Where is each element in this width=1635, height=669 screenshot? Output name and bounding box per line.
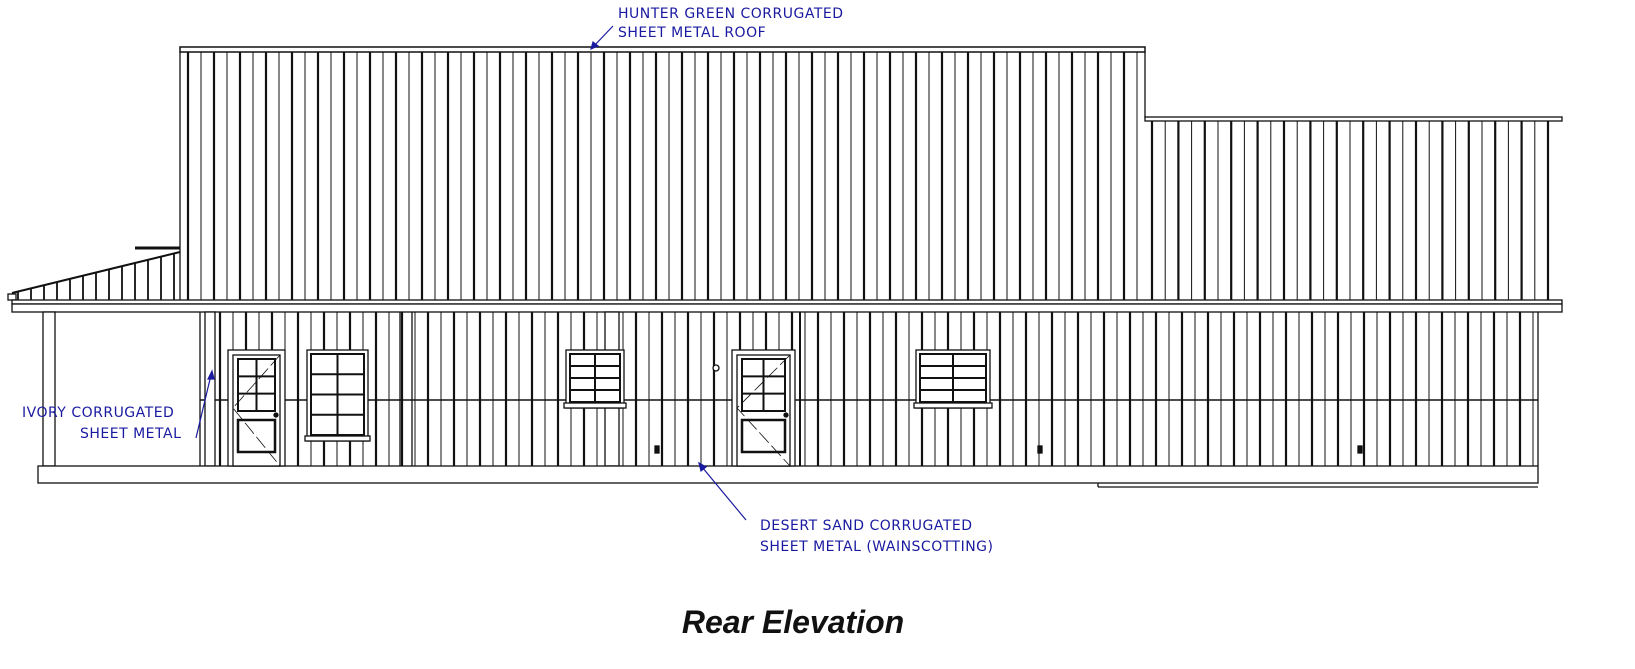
wainscot-note-line1: DESERT SAND CORRUGATED bbox=[760, 518, 973, 534]
roof-note-line1: HUNTER GREEN CORRUGATED bbox=[618, 6, 844, 22]
porch-roof-slope bbox=[11, 251, 181, 294]
arrow-icon bbox=[698, 461, 708, 473]
outlet-icon bbox=[654, 445, 660, 454]
door bbox=[731, 349, 796, 467]
foundation bbox=[37, 465, 1539, 484]
wainscot-leader-line bbox=[701, 466, 747, 521]
drawing-title: Rear Elevation bbox=[682, 604, 904, 640]
window bbox=[913, 349, 993, 409]
wall-note-line1: IVORY CORRUGATED bbox=[22, 405, 174, 421]
roof-note-line2: SHEET METAL ROOF bbox=[618, 25, 766, 41]
gutter bbox=[7, 293, 17, 301]
light-fixture-icon bbox=[712, 364, 720, 372]
wall-note-line2: SHEET METAL bbox=[80, 426, 181, 442]
corrugation-ribs bbox=[17, 52, 1550, 466]
roof-leader-line bbox=[592, 25, 614, 48]
corner-trim bbox=[204, 311, 216, 467]
window bbox=[563, 349, 627, 409]
window bbox=[304, 349, 371, 442]
lower-roof-ridge bbox=[1144, 116, 1563, 122]
outlet-icon bbox=[1357, 445, 1363, 454]
arrow-icon bbox=[207, 369, 215, 380]
openings bbox=[227, 349, 1363, 467]
arrow-icon bbox=[590, 40, 600, 51]
outlet-icon bbox=[1037, 445, 1043, 454]
wainscot-note-line2: SHEET METAL (WAINSCOTTING) bbox=[760, 539, 994, 555]
main-roof-ridge bbox=[179, 46, 1146, 53]
porch-post bbox=[42, 311, 56, 467]
door bbox=[227, 349, 286, 467]
eave-band bbox=[11, 303, 1563, 313]
wall-leader-line bbox=[195, 374, 212, 439]
